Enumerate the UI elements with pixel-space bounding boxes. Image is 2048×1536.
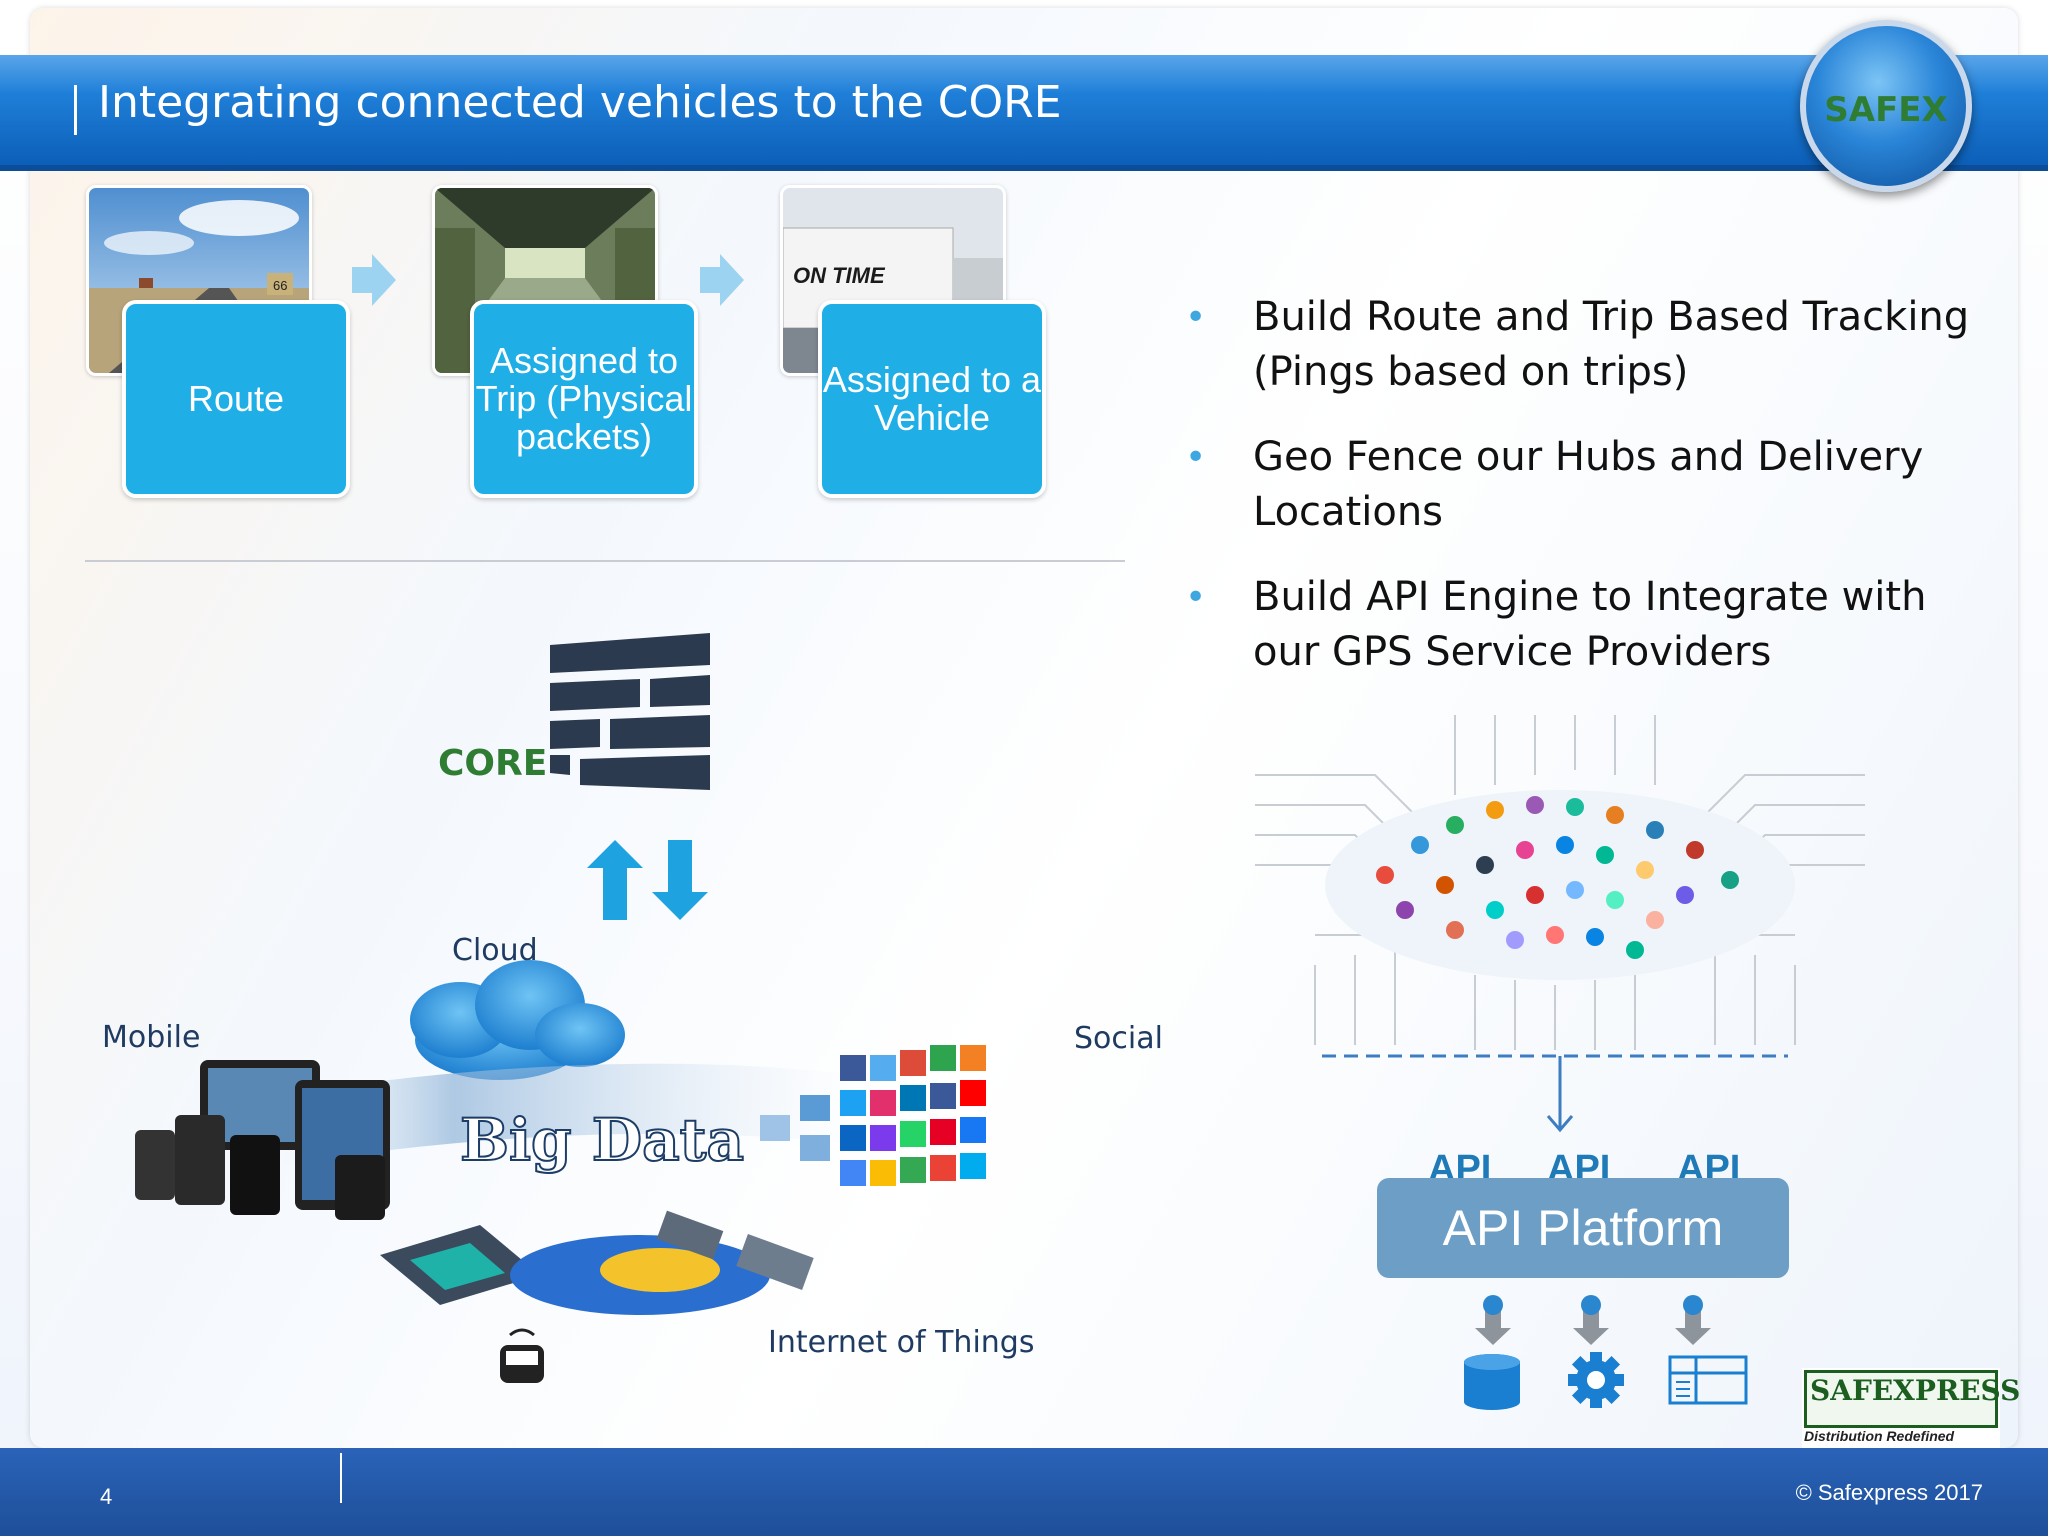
copyright: © Safexpress 2017 [1795,1480,1983,1505]
badge-text: SAFEX [1824,90,1948,130]
footer-divider [340,1453,342,1503]
logo-name: SAFEXPRESS [1810,1374,2021,1407]
bullet-item: • Build Route and Trip Based Tracking (Pi… [1185,290,1985,400]
big-data-illustration: Big Data [135,960,986,1383]
bullet-item: • Build API Engine to Integrate with our … [1185,570,1985,680]
big-data-title: Big Data [460,1106,744,1174]
title-divider [74,85,77,135]
cloud-icon [410,960,625,1080]
social-apps-icon [760,1045,986,1186]
circuit-cloud-illustration [1255,715,1865,1050]
mobile-label: Mobile [102,1020,201,1055]
flow-arrow-icon [700,254,744,306]
social-label: Social [1074,1021,1163,1056]
table-icon [1668,1355,1748,1405]
bullet-text: Build Route and Trip Based Tracking (Pin… [1253,294,1970,395]
core-label: CORE [438,743,548,784]
core-server-icon [550,633,710,790]
api-connector [1322,1054,1788,1133]
vehicle-card: Assigned to a Vehicle [818,300,1046,498]
gear-icon [1568,1352,1624,1408]
bullet-list: • Build Route and Trip Based Tracking (Pi… [1185,290,1985,710]
safex-badge: SAFEX [1800,20,1972,192]
page-number: 4 [100,1484,113,1509]
api-platform-box: API Platform [1377,1178,1789,1278]
bullet-text: Geo Fence our Hubs and Delivery Location… [1253,434,1924,535]
sync-arrows-icon [587,840,708,920]
api-platform-label: API Platform [1442,1200,1724,1256]
truck-sign-text: ON TIME [793,263,886,288]
trip-card-label: Assigned to Trip (Physical packets) [475,340,693,457]
footer-bar: 4 © Safexpress 2017 [0,1448,2048,1536]
bullet-text: Build API Engine to Integrate with our G… [1253,574,1927,675]
api-output-arrows [1475,1295,1711,1345]
vehicle-card-label: Assigned to a Vehicle [822,359,1042,438]
bullet-item: • Geo Fence our Hubs and Delivery Locatio… [1185,430,1985,540]
bullet-dot-icon: • [1185,577,1207,618]
app-icons-cloud [1325,790,1795,980]
trip-card: Assigned to Trip (Physical packets) [470,300,698,498]
route-card: Route [122,300,350,498]
bullet-dot-icon: • [1185,297,1207,338]
bullet-dot-icon: • [1185,437,1207,478]
database-icon [1464,1354,1520,1410]
slide-title: Integrating connected vehicles to the CO… [98,77,1062,128]
logo-tagline: Distribution Redefined [1804,1428,1955,1444]
section-divider [85,560,1125,562]
iot-label: Internet of Things [768,1325,1035,1360]
safexpress-logo: SAFEXPRESS Distribution Redefined [1802,1368,2020,1448]
iot-devices-icon [380,1210,814,1383]
route-card-label: Route [187,378,285,419]
header-bar: Integrating connected vehicles to the CO… [0,55,2048,171]
flow-arrow-icon [352,254,396,306]
mobile-devices-icon [135,1060,390,1220]
route-sign-text: 66 [273,278,287,293]
